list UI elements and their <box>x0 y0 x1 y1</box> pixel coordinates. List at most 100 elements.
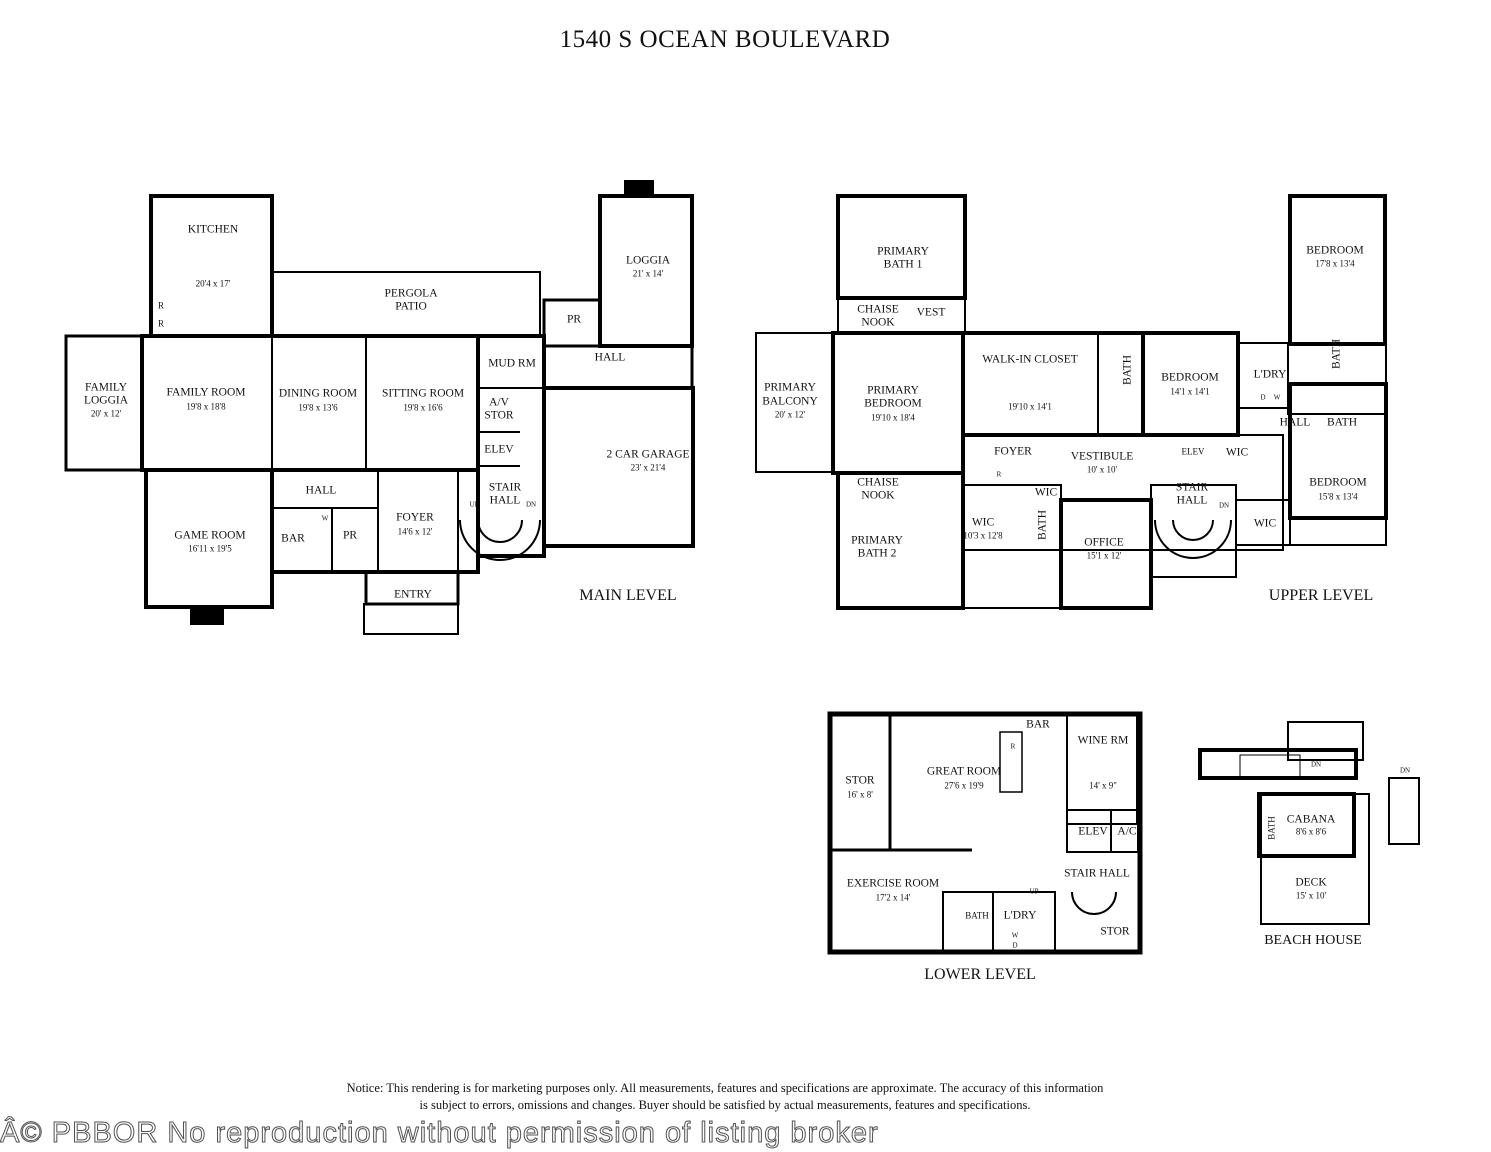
primary-bedroom-dims: 19'10 x 18'4 <box>871 412 915 423</box>
wic-label: WIC <box>1253 517 1277 530</box>
primary-bedroom-label: PRIMARY <box>867 384 919 397</box>
primary-bedroom-label: BEDROOM <box>864 397 922 410</box>
bath-label: BATH <box>1326 416 1358 429</box>
garage-dims: 23' x 21'4 <box>630 462 666 473</box>
chaise-nook-label: NOOK <box>861 489 895 502</box>
stair-down-label: DN <box>525 500 537 509</box>
sitting-room-label: SITTING ROOM <box>381 387 465 400</box>
stair-hall-label: STAIR HALL <box>1064 867 1130 880</box>
stair-down-label: DN <box>1218 501 1230 510</box>
chaise-nook-label: CHAISE <box>857 476 899 489</box>
beach-house-walls <box>1198 721 1420 925</box>
primary-bath-2-label: PRIMARY <box>851 534 903 547</box>
family-room-label: FAMILY ROOM <box>166 386 246 399</box>
bar-label: BAR <box>1026 718 1050 731</box>
fridge-label: R <box>157 300 165 311</box>
fridge-label: R <box>157 318 165 329</box>
foyer-label: FOYER <box>396 511 434 524</box>
notice-line-2: is subject to errors, omissions and chan… <box>419 1098 1031 1112</box>
primary-bath-2-label: BATH 2 <box>857 547 897 560</box>
vestibule-label: VESTIBULE <box>1070 450 1134 463</box>
vestibule-label: VEST <box>916 306 946 319</box>
laundry-label: L'DRY <box>1003 909 1037 922</box>
elevator-label: ELEV <box>1078 825 1108 838</box>
primary-bath-1-label: PRIMARY <box>877 245 929 258</box>
loggia-dims: 21' x 14' <box>632 268 664 279</box>
walk-in-closet-label: WALK-IN CLOSET <box>982 353 1078 366</box>
elevator-label: ELEV <box>484 443 514 456</box>
main-level-walls <box>64 180 695 635</box>
stair-hall-label: STAIR <box>1175 481 1209 494</box>
av-stor-label: STOR <box>484 409 514 422</box>
primary-balcony-label: BALCONY <box>762 395 818 408</box>
lower-level-walls <box>827 711 1143 955</box>
dining-room-label: DINING ROOM <box>278 387 358 400</box>
stair-hall-label: HALL <box>489 494 521 507</box>
wic-label: WIC <box>971 516 995 529</box>
washer-label: W <box>321 514 329 523</box>
dining-room-dims: 19'8 x 13'6 <box>298 402 338 413</box>
cabana-label: CABANA <box>1286 813 1336 826</box>
stair-down-label: DN <box>1399 766 1411 775</box>
stair-down-label: DN <box>1310 760 1322 769</box>
storage-dims: 16' x 8' <box>847 789 873 800</box>
great-room-dims: 27'6 x 19'9 <box>944 780 984 791</box>
stair-hall-label: HALL <box>1176 494 1208 507</box>
walk-in-closet-dims: 19'10 x 14'1 <box>1008 401 1052 412</box>
chaise-nook-label: CHAISE <box>857 303 899 316</box>
bath-label: BATH <box>1330 338 1343 370</box>
dryer-label: D <box>1012 941 1018 950</box>
exercise-room-dims: 17'2 x 14' <box>875 892 911 903</box>
bedroom-dims: 17'8 x 13'4 <box>1315 258 1355 269</box>
wic-label: WIC <box>1034 486 1058 499</box>
dryer-label: D <box>1260 393 1266 402</box>
plan-title: 1540 S OCEAN BOULEVARD <box>559 26 891 53</box>
stair-hall-label: STAIR <box>488 481 522 494</box>
deck-label: DECK <box>1295 876 1327 889</box>
game-room-label: GAME ROOM <box>174 529 246 542</box>
bath-label: BATH <box>1266 816 1277 840</box>
washer-label: W <box>1011 931 1019 940</box>
office-dims: 15'1 x 12' <box>1086 550 1122 561</box>
office-label: OFFICE <box>1084 536 1124 549</box>
deck-dims: 15' x 10' <box>1295 890 1327 901</box>
fridge-label: R <box>1010 742 1016 751</box>
bedroom-label: BEDROOM <box>1309 476 1367 489</box>
cabana-dims: 8'6 x 8'6 <box>1295 826 1327 837</box>
bedroom-dims: 14'1 x 14'1 <box>1170 386 1210 397</box>
wine-room-dims: 14' x 9" <box>1089 780 1117 791</box>
foyer-label: FOYER <box>994 445 1032 458</box>
bath-label: BATH <box>1121 354 1134 386</box>
storage-label: STOR <box>845 774 875 787</box>
wic-dims: 10'3 x 12'8 <box>963 530 1003 541</box>
family-loggia-label: FAMILY <box>84 381 128 394</box>
pergola-patio-label: PERGOLA <box>384 287 438 300</box>
washer-label: W <box>1273 393 1281 402</box>
chaise-nook-label: NOOK <box>861 316 895 329</box>
storage-label: STOR <box>1100 925 1130 938</box>
powder-room-label: PR <box>566 313 582 326</box>
loggia-label: LOGGIA <box>625 254 671 267</box>
bath-label: BATH <box>965 910 989 921</box>
game-room-dims: 16'11 x 19'5 <box>188 543 232 554</box>
great-room-label: GREAT ROOM <box>926 765 1002 778</box>
bath-label: BATH <box>1036 509 1049 541</box>
family-room-dims: 19'8 x 18'8 <box>186 401 226 412</box>
garage-label: 2 CAR GARAGE <box>606 448 690 461</box>
av-stor-label: A/V <box>489 396 509 409</box>
watermark: Â© PBBOR No reproduction without permiss… <box>0 1117 879 1149</box>
stair-up-label: UP <box>1029 887 1039 896</box>
mud-room-label: MUD RM <box>488 357 536 370</box>
bar-label: BAR <box>281 532 305 545</box>
vestibule-dims: 10' x 10' <box>1086 464 1118 475</box>
main-level-label: MAIN LEVEL <box>579 587 677 604</box>
hall-label: HALL <box>594 351 626 364</box>
ac-label: A/C <box>1117 825 1137 838</box>
primary-balcony-label: PRIMARY <box>764 381 816 394</box>
lower-level-label: LOWER LEVEL <box>924 966 1036 983</box>
wic-label: WIC <box>1225 446 1249 459</box>
primary-bath-1-label: BATH 1 <box>883 258 923 271</box>
family-loggia-dims: 20' x 12' <box>90 408 122 419</box>
exercise-room-label: EXERCISE ROOM <box>846 877 940 890</box>
bedroom-label: BEDROOM <box>1306 244 1364 257</box>
